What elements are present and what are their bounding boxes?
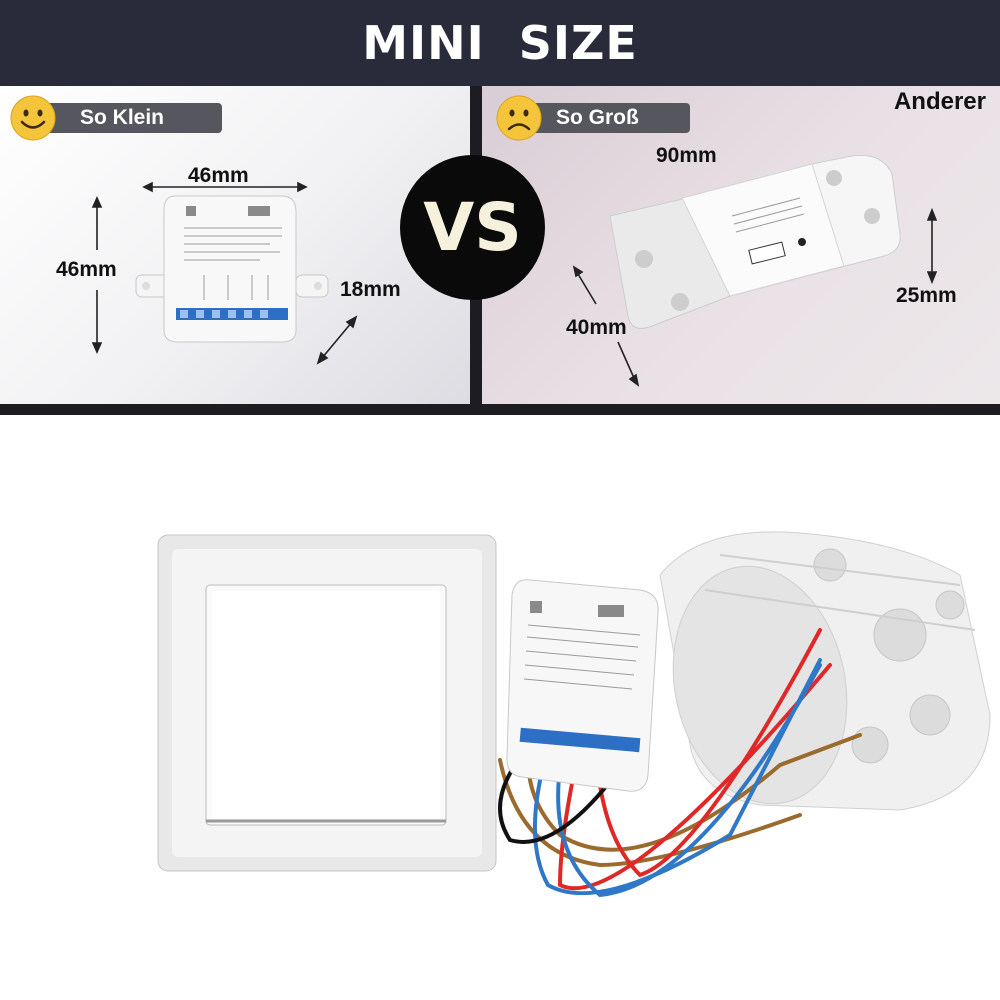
small-width-label: 46mm [188, 164, 249, 187]
small-module-illustration [91, 181, 358, 365]
small-depth-label: 18mm [340, 278, 401, 301]
large-depth-label: 40mm [566, 316, 627, 339]
large-module-illustration [572, 154, 938, 387]
so-gross-label: So Groß [516, 103, 690, 133]
anderer-label: Anderer [893, 88, 986, 115]
horizontal-divider [0, 404, 1000, 415]
top-banner [0, 0, 1000, 86]
happy-face-icon [10, 95, 56, 141]
vs-text: VS [423, 189, 522, 266]
small-height-label: 46mm [56, 258, 117, 281]
large-height-label: 25mm [896, 284, 957, 307]
large-width-label: 90mm [656, 144, 717, 167]
sad-face-icon [496, 95, 542, 141]
so-klein-label: So Klein [30, 103, 222, 133]
banner-title: MINI SIZE [362, 16, 638, 70]
vs-badge [400, 155, 545, 300]
installation-illustration [157, 531, 991, 898]
